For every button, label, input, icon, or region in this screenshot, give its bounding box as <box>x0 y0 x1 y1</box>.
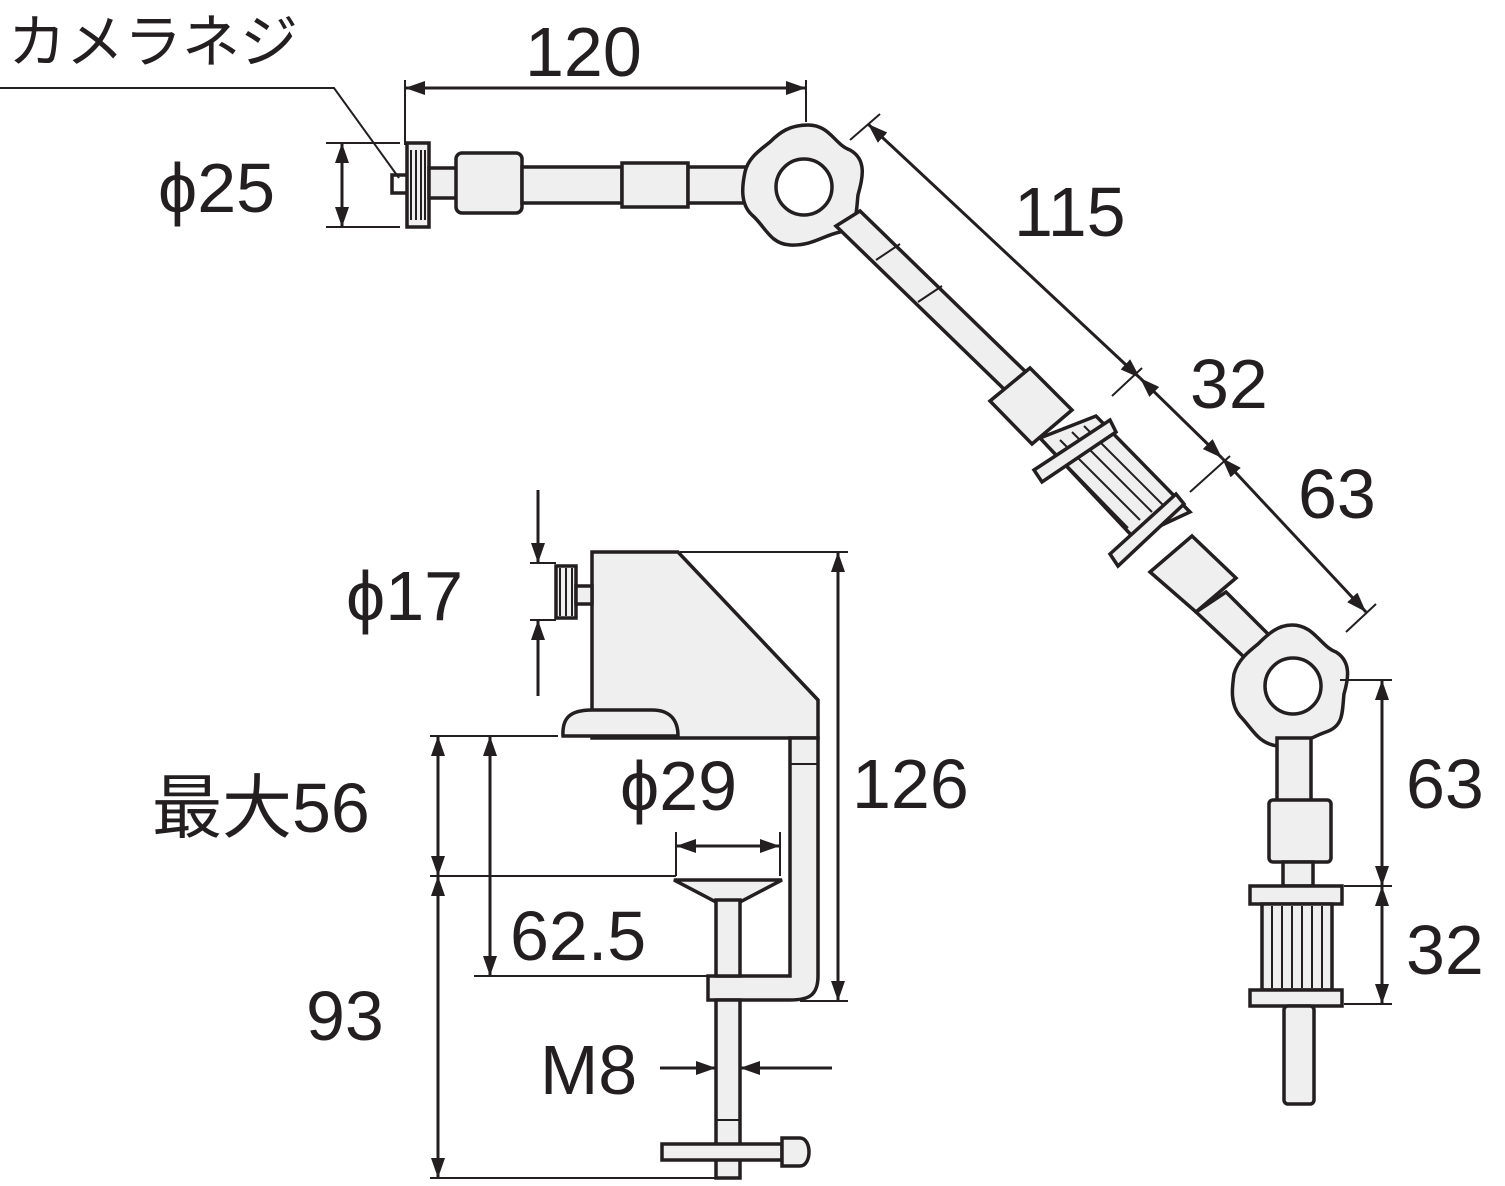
dim-m8-label: M8 <box>540 1031 637 1109</box>
lower-joint-knob <box>1230 623 1350 748</box>
top-arm <box>390 141 750 229</box>
dim-93-label: 93 <box>306 977 384 1055</box>
tommy-bar <box>660 1142 784 1162</box>
dim-63-diagonal-label: 63 <box>1298 455 1376 533</box>
clamp-pad <box>561 708 680 738</box>
dimension-lines <box>0 80 1392 1179</box>
dim-phi29-label: ϕ29 <box>620 747 737 825</box>
clamp-body <box>554 550 820 1180</box>
clamp-frame <box>706 736 820 1002</box>
top-rod-2 <box>620 161 690 209</box>
diagonal-arm <box>833 208 1289 675</box>
dim-phi25-label: ϕ25 <box>158 149 275 227</box>
clamp-head <box>590 550 820 740</box>
upper-joint-knob <box>740 123 864 247</box>
dim-32-diagonal-label: 32 <box>1190 345 1268 423</box>
dim-63-vertical-label: 63 <box>1406 745 1484 823</box>
top-collar <box>454 151 524 215</box>
vertical-knurled-coupler <box>1260 902 1334 992</box>
dim-max56-label: 最大56 <box>152 769 370 847</box>
clamp-screw-upper <box>714 898 742 978</box>
dim-phi17-label: ϕ17 <box>346 557 463 635</box>
dim-62-5-label: 62.5 <box>510 897 646 975</box>
knurl-ring-bottom <box>1248 988 1344 1008</box>
knurl-ring-top <box>1248 884 1344 906</box>
diagonal-collar <box>987 365 1075 447</box>
vertical-arm <box>1248 736 1344 1106</box>
camera-screw-label: カメラネジ <box>8 10 298 75</box>
dim-120-label: 120 <box>525 13 642 91</box>
vertical-collar <box>1267 798 1333 864</box>
vertical-shaft <box>1282 1004 1316 1106</box>
dim-32-vertical-label: 32 <box>1406 911 1484 989</box>
knurl-ring-1 <box>1031 417 1119 485</box>
top-rod-1 <box>520 165 624 205</box>
dimension-labels: カメラネジ 120 ϕ25 115 32 63 ϕ17 最大56 ϕ29 126… <box>8 10 1484 1109</box>
dim-115-label: 115 <box>1014 173 1126 251</box>
knurl-ring-2 <box>1107 491 1187 569</box>
dim-126-label: 126 <box>852 745 969 823</box>
top-rod-3 <box>686 165 750 205</box>
screw-neck <box>427 166 459 200</box>
